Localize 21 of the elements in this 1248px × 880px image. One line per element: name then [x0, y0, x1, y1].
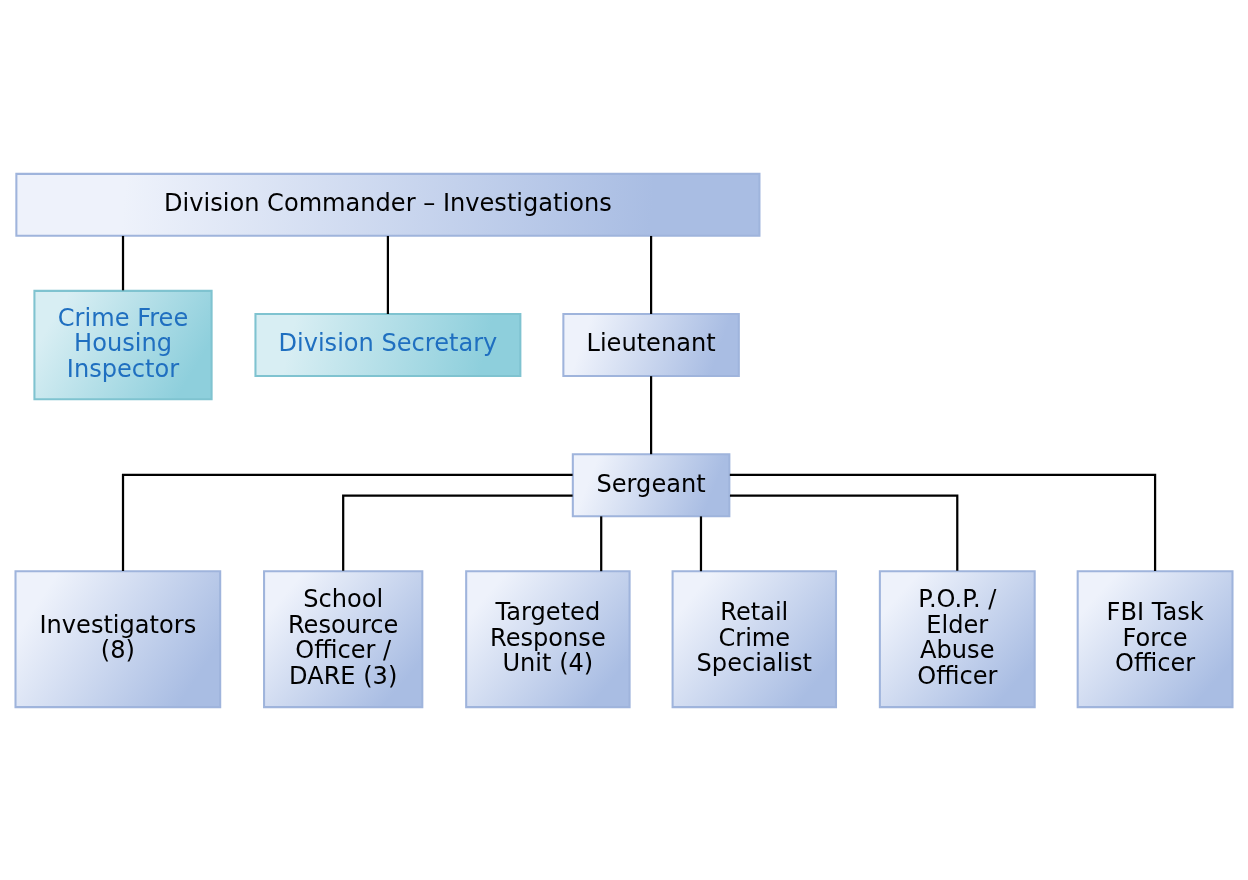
- node-box: Investigators (8): [14, 569, 222, 708]
- node-box: Targeted Response Unit (4): [465, 569, 631, 708]
- connector: [121, 235, 125, 290]
- node-box: Division Commander – Investigations: [15, 172, 761, 237]
- connector: [600, 515, 603, 571]
- node-box: FBI Task Force Officer: [1076, 569, 1234, 708]
- connector: [386, 235, 390, 314]
- node-box: Lieutenant: [562, 312, 740, 377]
- node-box: Retail Crime Specialist: [671, 569, 838, 708]
- node-box: Division Secretary: [254, 312, 522, 377]
- connector: [729, 473, 1157, 571]
- connector: [649, 235, 653, 314]
- node-box: Crime Free Housing Inspector: [33, 289, 213, 400]
- connector: [699, 515, 703, 571]
- connector: [649, 375, 653, 454]
- connector: [121, 473, 573, 571]
- connector: [729, 493, 959, 571]
- connector: [342, 493, 573, 571]
- node-box: P.O.P. / Elder Abuse Officer: [878, 569, 1036, 708]
- node-box: Sergeant: [571, 452, 731, 517]
- node-box: School Resource Officer / DARE (3): [263, 569, 424, 708]
